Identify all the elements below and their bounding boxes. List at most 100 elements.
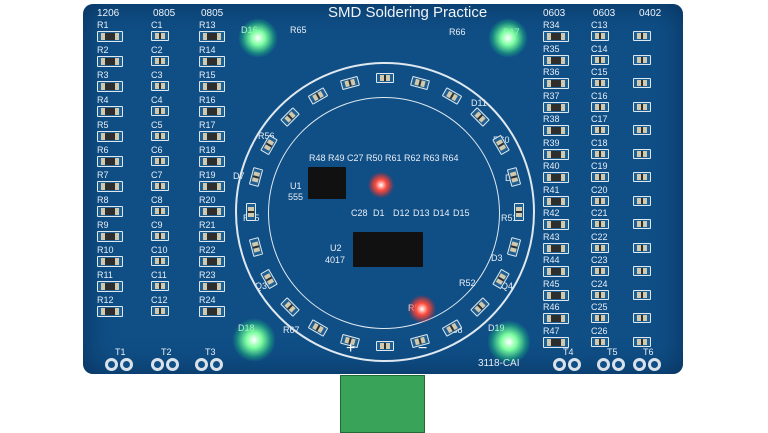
smd-pad-0402[interactable] (633, 125, 651, 135)
smd-pad-0402[interactable] (633, 148, 651, 159)
smd-pad-0402[interactable] (633, 172, 651, 182)
smd-pad[interactable] (199, 156, 225, 167)
smd-pad[interactable] (199, 181, 225, 192)
smd-pad[interactable] (591, 101, 609, 112)
smd-pad[interactable] (591, 242, 609, 253)
smd-pad-0402[interactable] (633, 54, 651, 65)
smd-pad[interactable] (199, 81, 225, 92)
smd-pad[interactable] (97, 256, 123, 267)
smd-pad[interactable] (591, 78, 609, 88)
smd-pad-0402[interactable] (633, 266, 651, 276)
test-point[interactable] (166, 358, 179, 371)
smd-pad[interactable] (543, 54, 569, 66)
smd-pad[interactable] (151, 306, 169, 316)
smd-pad[interactable] (151, 206, 169, 216)
smd-pad[interactable] (543, 125, 569, 136)
smd-pad[interactable] (199, 131, 225, 142)
smd-pad[interactable] (543, 266, 569, 277)
test-point[interactable] (612, 358, 625, 371)
part-label: C16 (591, 90, 608, 101)
smd-pad[interactable] (543, 219, 569, 230)
smd-pad[interactable] (591, 289, 609, 300)
smd-pad-0402[interactable] (633, 101, 651, 112)
smd-pad[interactable] (591, 266, 609, 276)
smd-pad[interactable] (543, 313, 569, 324)
smd-pad[interactable] (543, 78, 569, 89)
smd-pad[interactable] (97, 281, 123, 292)
smd-pad[interactable] (199, 231, 225, 242)
smd-pad[interactable] (97, 131, 123, 142)
smd-pad[interactable] (591, 172, 609, 182)
smd-pad[interactable] (151, 231, 169, 241)
smd-pad-0402[interactable] (633, 242, 651, 253)
smd-pad[interactable] (543, 31, 569, 42)
smd-pad-0402[interactable] (633, 78, 651, 88)
smd-pad-0402[interactable] (633, 313, 651, 323)
smd-pad[interactable] (199, 306, 225, 317)
smd-pad[interactable] (199, 206, 225, 217)
test-point[interactable] (633, 358, 646, 371)
smd-pad[interactable] (591, 54, 609, 65)
smd-pad[interactable] (151, 31, 169, 41)
smd-pad[interactable] (199, 56, 225, 67)
component (155, 233, 165, 239)
smd-pad[interactable] (97, 56, 123, 67)
smd-pad[interactable] (97, 206, 123, 217)
power-connector[interactable] (340, 375, 425, 433)
test-point[interactable] (553, 358, 566, 371)
smd-pad[interactable] (199, 31, 225, 42)
test-point[interactable] (210, 358, 223, 371)
smd-pad[interactable] (97, 306, 123, 317)
smd-pad[interactable] (591, 313, 609, 323)
component (101, 133, 119, 140)
smd-pad[interactable] (543, 101, 569, 113)
smd-pad[interactable] (543, 242, 569, 254)
smd-pad[interactable] (591, 336, 609, 347)
smd-pad[interactable] (543, 289, 569, 301)
smd-pad-0402[interactable] (633, 219, 651, 229)
smd-pad[interactable] (543, 195, 569, 207)
smd-pad[interactable] (151, 106, 169, 116)
smd-pad[interactable] (97, 106, 123, 117)
smd-pad[interactable] (97, 31, 123, 42)
smd-pad-0402[interactable] (633, 31, 651, 41)
smd-pad[interactable] (151, 256, 169, 266)
smd-pad[interactable] (543, 336, 569, 348)
smd-pad[interactable] (151, 156, 169, 166)
smd-pad[interactable] (591, 195, 609, 206)
test-point[interactable] (568, 358, 581, 371)
part-label: R41 (543, 184, 560, 195)
test-point[interactable] (120, 358, 133, 371)
smd-pad[interactable] (591, 219, 609, 229)
smd-pad[interactable] (151, 131, 169, 141)
test-point[interactable] (597, 358, 610, 371)
test-point[interactable] (648, 358, 661, 371)
component (595, 338, 605, 345)
smd-pad[interactable] (97, 156, 123, 167)
smd-pad-0402[interactable] (633, 195, 651, 206)
smd-pad[interactable] (199, 256, 225, 267)
test-point[interactable] (105, 358, 118, 371)
smd-pad[interactable] (199, 106, 225, 117)
test-point[interactable] (151, 358, 164, 371)
test-point[interactable] (195, 358, 208, 371)
smd-pad[interactable] (151, 281, 169, 291)
smd-pad[interactable] (591, 148, 609, 159)
smd-pad[interactable] (543, 172, 569, 183)
smd-pad-0402[interactable] (633, 289, 651, 300)
smd-pad[interactable] (591, 125, 609, 135)
smd-pad[interactable] (151, 81, 169, 91)
smd-pad[interactable] (151, 181, 169, 191)
smd-pad[interactable] (97, 81, 123, 92)
smd-pad[interactable] (591, 31, 609, 41)
smd-pad[interactable] (199, 281, 225, 292)
smd-pad-0402[interactable] (633, 336, 651, 347)
component (101, 308, 119, 315)
smd-pad[interactable] (543, 148, 569, 160)
smd-pad[interactable] (151, 56, 169, 66)
part-label: R10 (97, 245, 114, 255)
part-label: R14 (199, 45, 216, 55)
smd-pad[interactable] (97, 231, 123, 242)
smd-pad[interactable] (97, 181, 123, 192)
